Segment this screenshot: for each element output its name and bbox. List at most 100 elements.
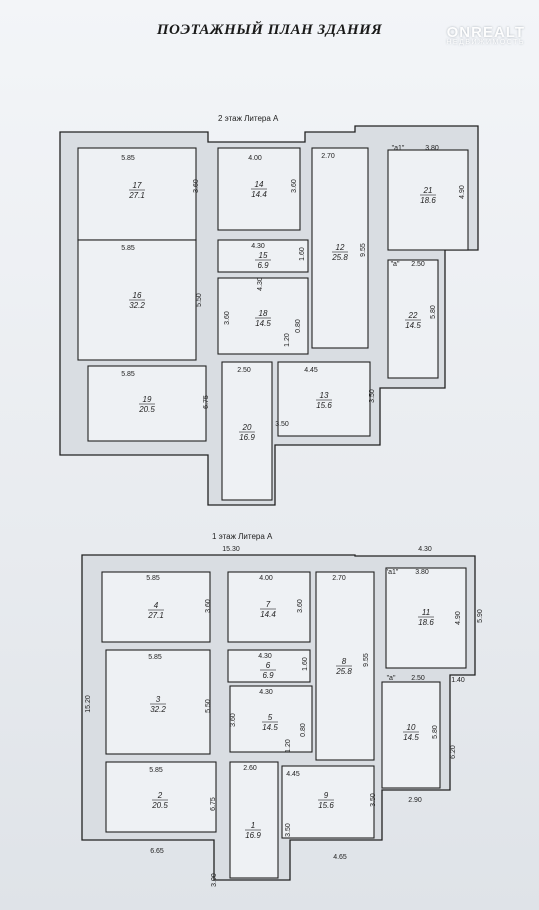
room-number: 16 xyxy=(133,291,142,300)
dimension-label: 3.80 xyxy=(425,145,439,152)
dimension-label: 5.85 xyxy=(121,371,135,378)
dimension-label: 15.30 xyxy=(222,546,240,553)
dimension-label: 4.00 xyxy=(259,575,273,582)
room-area: 14.5 xyxy=(403,733,419,742)
dimension-label: 5.85 xyxy=(149,767,163,774)
room-outline xyxy=(311,147,369,349)
dimension-label: 5.85 xyxy=(148,654,162,661)
dimension-label: 4.30 xyxy=(251,243,265,250)
dimension-label: 3.60 xyxy=(291,179,298,193)
dimension-label: 4.30 xyxy=(259,689,273,696)
room-area: 18.6 xyxy=(420,196,436,205)
room-number: 22 xyxy=(408,311,418,320)
dimension-label: 1.60 xyxy=(299,247,306,261)
dimension-label: 9.55 xyxy=(360,243,367,257)
room-area: 6.9 xyxy=(257,261,269,270)
room-number: 6 xyxy=(266,661,271,670)
room-number: 4 xyxy=(154,601,159,610)
room-outline xyxy=(221,361,273,501)
dimension-label: 4.45 xyxy=(304,367,318,374)
room-number: 14 xyxy=(255,180,264,189)
dimension-label: 4.30 xyxy=(258,653,272,660)
dimension-label: 0.80 xyxy=(295,319,302,333)
dimension-label: 4.00 xyxy=(248,155,262,162)
dimension-label: 6.65 xyxy=(150,848,164,855)
dimension-label: 5.90 xyxy=(477,609,484,623)
room-area: 15.6 xyxy=(318,801,334,810)
room-area: 14.4 xyxy=(260,610,276,619)
room-outline xyxy=(387,149,469,251)
dimension-label: 15.20 xyxy=(85,695,92,713)
dimension-label: 2.50 xyxy=(411,675,425,682)
room-number: 13 xyxy=(320,391,329,400)
room-area: 27.1 xyxy=(128,191,145,200)
room-number: 18 xyxy=(259,309,268,318)
room-area: 25.8 xyxy=(335,667,352,676)
room-number: 20 xyxy=(242,423,252,432)
room-number: 12 xyxy=(336,243,345,252)
room-outline xyxy=(281,765,375,839)
dimension-label: 2.50 xyxy=(237,367,251,374)
room-outline xyxy=(217,277,309,355)
room-number: 9 xyxy=(324,791,329,800)
dimension-label: 2.90 xyxy=(408,797,422,804)
room-number: 1 xyxy=(251,821,255,830)
dimension-label: 5.85 xyxy=(121,155,135,162)
room-outline xyxy=(105,649,211,755)
room-number: 11 xyxy=(422,608,430,617)
dimension-label: 1.60 xyxy=(302,657,309,671)
dimension-label: 0.80 xyxy=(300,723,307,737)
room-outline xyxy=(227,649,311,683)
dimension-label: 3.60 xyxy=(297,599,304,613)
room-outline xyxy=(217,239,309,273)
document-title: ПОЭТАЖНЫЙ ПЛАН ЗДАНИЯ xyxy=(156,22,383,38)
room-outline xyxy=(105,761,217,833)
room-area: 27.1 xyxy=(147,611,164,620)
dimension-label: 6.75 xyxy=(210,797,217,811)
dimension-label: 3.60 xyxy=(193,179,200,193)
room-area: 32.2 xyxy=(150,705,166,714)
dimension-label: 5.50 xyxy=(196,293,203,307)
dimension-label: 3.50 xyxy=(370,793,377,807)
dimension-label: 9.55 xyxy=(363,653,370,667)
room-area: 20.5 xyxy=(138,405,155,414)
dimension-label: 2.70 xyxy=(332,575,346,582)
floor-2-plan: 1727.11414.41225.82118.6156.91632.21814.… xyxy=(59,125,479,506)
dimension-label: 3.50 xyxy=(369,389,376,403)
dimension-label: 3.80 xyxy=(415,569,429,576)
dimension-label: 3.50 xyxy=(285,823,292,837)
room-number: 7 xyxy=(266,600,271,609)
dimension-label: 4.45 xyxy=(286,771,300,778)
dimension-label: "а1" xyxy=(386,569,399,576)
dimension-label: 4.90 xyxy=(455,611,462,625)
room-number: 21 xyxy=(423,186,433,195)
dimension-label: 5.85 xyxy=(146,575,160,582)
dimension-label: "а" xyxy=(391,261,400,268)
dimension-label: 5.80 xyxy=(430,305,437,319)
dimension-label: "а1" xyxy=(392,145,405,152)
dimension-label: 5.50 xyxy=(205,699,212,713)
dimension-label: 6.75 xyxy=(203,395,210,409)
dimension-label: 3.60 xyxy=(205,599,212,613)
room-number: 3 xyxy=(156,695,161,704)
room-outline xyxy=(229,761,279,879)
watermark-subtitle: НЕДВИЖИМОСТЬ xyxy=(446,39,525,46)
room-outline xyxy=(101,571,211,643)
room-area: 18.6 xyxy=(418,618,434,627)
room-area: 16.9 xyxy=(245,831,261,840)
room-area: 15.6 xyxy=(316,401,332,410)
room-area: 14.4 xyxy=(251,190,267,199)
room-number: 5 xyxy=(268,713,273,722)
dimension-label: 3.60 xyxy=(230,713,237,727)
room-area: 14.5 xyxy=(405,321,421,330)
room-outline xyxy=(381,681,441,789)
dimension-label: 2.70 xyxy=(321,153,335,160)
watermark: ONREALT НЕДВИЖИМОСТЬ xyxy=(446,24,525,46)
room-outline xyxy=(385,567,467,669)
room-number: 15 xyxy=(259,251,268,260)
room-number: 10 xyxy=(407,723,416,732)
dimension-label: 1.20 xyxy=(285,739,292,753)
dimension-label: 2.60 xyxy=(243,765,257,772)
room-area: 14.5 xyxy=(262,723,278,732)
